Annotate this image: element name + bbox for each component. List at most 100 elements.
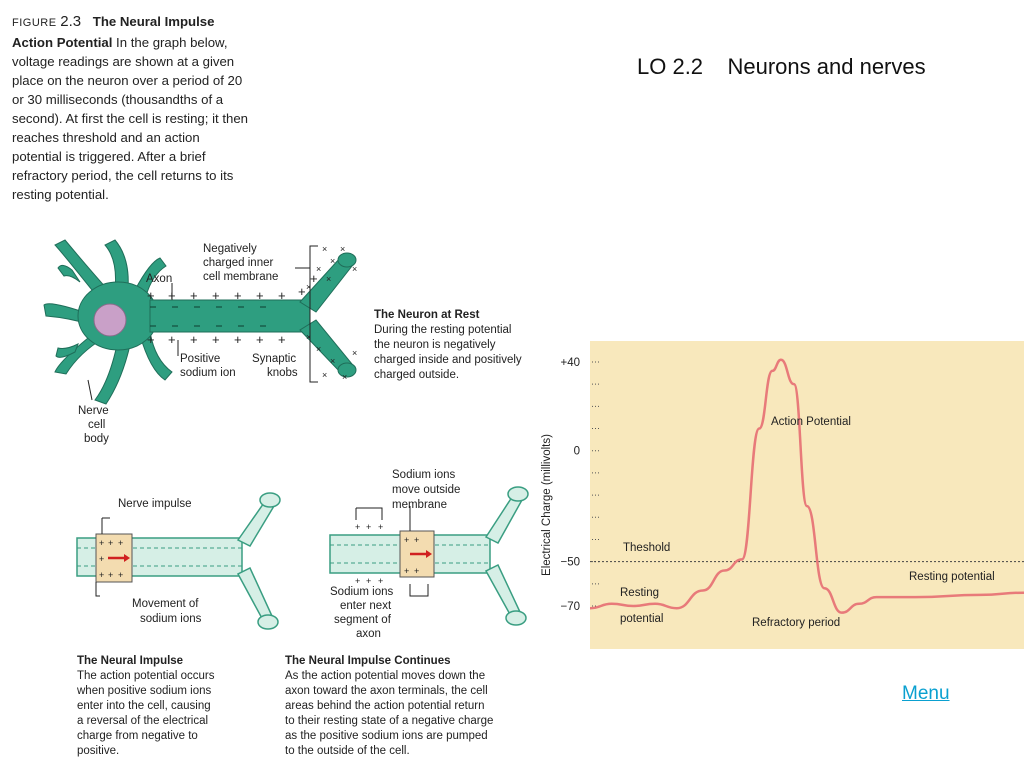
impulse-desc-3: enter into the cell, causing [77, 700, 211, 712]
neuron-rest-desc-2: the neuron is negatively [374, 339, 496, 351]
figure-caption: FIGURE 2.3 The Neural Impulse Action Pot… [12, 12, 252, 204]
y-axis-ticks: +40 0 −50 −70 [560, 357, 600, 613]
svg-text:+: + [355, 576, 360, 586]
svg-text:×: × [352, 348, 357, 358]
svg-text:+: + [108, 570, 113, 580]
axon-label: Axon [146, 273, 172, 285]
y-tick-label: −70 [560, 601, 580, 613]
y-tick-label: +40 [560, 357, 580, 369]
svg-text:+: + [147, 332, 155, 347]
svg-text:+: + [190, 288, 198, 303]
svg-text:+: + [118, 538, 123, 548]
resting-right-annotation: Resting potential [909, 571, 995, 583]
svg-text:+: + [310, 271, 318, 286]
svg-text:+: + [355, 522, 360, 532]
chart-background [590, 341, 1024, 649]
continues-desc-6: to the outside of the cell. [285, 745, 410, 757]
svg-text:+: + [256, 288, 264, 303]
nerve-impulse-label: Nerve impulse [118, 498, 192, 510]
enter-ions-line2: enter next [340, 600, 392, 612]
out-ions-line1: Sodium ions [392, 469, 456, 481]
out-ions-line3: membrane [392, 499, 447, 511]
enter-ions-line3: segment of [334, 614, 392, 626]
resting-annotation-line2: potential [620, 613, 663, 625]
svg-text:+: + [278, 332, 286, 347]
nerve-body-line3: body [84, 433, 109, 445]
impulse-desc-1: The action potential occurs [77, 670, 215, 682]
svg-text:+: + [378, 522, 383, 532]
figure-label: FIGURE [12, 17, 57, 29]
svg-text:+: + [404, 535, 409, 545]
svg-text:+: + [378, 576, 383, 586]
y-tick-label: 0 [574, 446, 580, 458]
continues-desc-4: to their resting state of a negative cha… [285, 715, 493, 727]
impulse-desc-6: positive. [77, 745, 119, 757]
y-axis-label: Electrical Charge (millivolts) [541, 434, 553, 576]
movement-line1: Movement of [132, 598, 199, 610]
continues-desc-2: axon toward the axon terminals, the cell [285, 685, 488, 697]
action-potential-line [589, 358, 1024, 614]
svg-text:+: + [256, 332, 264, 347]
figure-number: 2.3 [60, 13, 82, 30]
svg-text:×: × [322, 370, 327, 380]
svg-text:+: + [99, 538, 104, 548]
neg-membrane-line2: charged inner [203, 257, 273, 269]
svg-text:×: × [352, 264, 357, 274]
neuron-rest-desc-1: During the resting potential [374, 324, 511, 336]
out-ions-line2: move outside [392, 484, 460, 496]
svg-text:+: + [168, 332, 176, 347]
synaptic-knobs-line2: knobs [267, 367, 298, 379]
figure-body: In the graph below, voltage readings are… [12, 35, 249, 202]
svg-text:+: + [366, 522, 371, 532]
svg-text:+: + [212, 288, 220, 303]
svg-text:+: + [147, 288, 155, 303]
action-potential-chart: Electrical Charge (millivolts) +40 0 −50 −7… [541, 341, 1024, 649]
svg-text:+: + [99, 554, 104, 564]
nerve-body-line1: Nerve [78, 405, 109, 417]
neuron-rest-desc-3: charged inside and positively [374, 354, 522, 366]
neg-membrane-line1: Negatively [203, 243, 257, 255]
neuron-at-rest-illustration: +++ ++++ +++ ++++ ++ ××× ××× ××× ××× × [43, 239, 357, 405]
svg-text:+: + [212, 332, 220, 347]
menu-link[interactable]: Menu [902, 683, 950, 704]
svg-text:+: + [278, 288, 286, 303]
svg-text:×: × [330, 356, 335, 366]
action-potential-annotation: Action Potential [771, 416, 851, 428]
svg-text:+: + [366, 576, 371, 586]
impulse-desc-4: a reversal of the electrical [77, 715, 208, 727]
svg-text:+: + [234, 288, 242, 303]
pos-sodium-line1: Positive [180, 353, 220, 365]
continues-desc-3: areas behind the action potential return [285, 700, 484, 712]
neural-impulse-illustration: + + + + + + + [76, 492, 281, 630]
impulse-title: The Neural Impulse [77, 655, 183, 667]
continues-desc-1: As the action potential moves down the [285, 670, 485, 682]
impulse-continues-illustration: + + + + + + + + + + [329, 486, 529, 626]
continues-desc-5: as the positive sodium ions are pumped [285, 730, 488, 742]
enter-ions-line4: axon [356, 628, 381, 640]
svg-text:+: + [108, 538, 113, 548]
svg-text:+: + [298, 284, 306, 299]
svg-text:+: + [118, 570, 123, 580]
svg-text:+: + [414, 535, 419, 545]
refractory-annotation: Refractory period [752, 617, 840, 629]
impulse-desc-2: when positive sodium ions [76, 685, 211, 697]
svg-text:×: × [340, 244, 345, 254]
svg-text:×: × [342, 372, 347, 382]
svg-text:+: + [190, 332, 198, 347]
svg-text:+: + [404, 566, 409, 576]
continues-title: The Neural Impulse Continues [285, 655, 451, 667]
resting-annotation-line1: Resting [620, 587, 659, 599]
svg-text:×: × [326, 274, 331, 284]
svg-text:+: + [99, 570, 104, 580]
svg-text:×: × [306, 332, 311, 342]
svg-text:+: + [234, 332, 242, 347]
enter-ions-line1: Sodium ions [330, 586, 394, 598]
svg-text:+: + [414, 566, 419, 576]
svg-text:×: × [322, 244, 327, 254]
figure-title: The Neural Impulse Action Potential [12, 14, 215, 50]
y-tick-label: −50 [560, 557, 580, 569]
svg-text:×: × [316, 264, 321, 274]
movement-line2: sodium ions [140, 613, 202, 625]
svg-text:×: × [330, 256, 335, 266]
